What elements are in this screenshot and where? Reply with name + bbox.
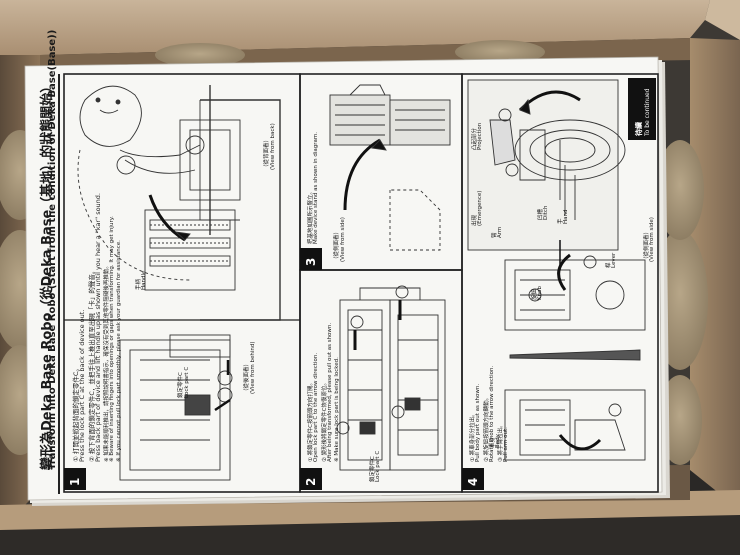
step1-view-back-en: (View from back)	[270, 123, 276, 170]
instruction-sheet	[24, 56, 663, 501]
step1-note-en: ※ Beware of inserting fingers into openi…	[109, 216, 115, 462]
step2-illustration	[336, 285, 446, 471]
step1-view-back-cn: （從背面看）	[264, 136, 270, 170]
step3-view-side-en: (View from side)	[340, 217, 346, 262]
step1-view-behind-en: (View from behind)	[250, 341, 256, 394]
step1-line1-en: Press the lock part C at the back of dev…	[78, 309, 86, 462]
step4-line1-en: Pull body part out as shown.	[475, 383, 481, 462]
step4-ditch-en: Ditch	[543, 205, 549, 220]
step4-number: 4	[466, 477, 480, 486]
step1-line2-en: Press back part of device and lift handl…	[94, 193, 102, 462]
step4-line3-en: Pull arm out.	[503, 427, 509, 462]
step1-handle-en: Handle	[141, 270, 147, 290]
to-be-continued-en: To be continued	[644, 88, 651, 136]
step4-view-side-en: (View from side)	[649, 217, 655, 262]
step2-number: 2	[304, 477, 318, 486]
to-be-continued-cn: 待續	[635, 122, 643, 136]
step4-hand-en: Hand	[563, 209, 569, 224]
step4-lever-en: Lever	[611, 252, 617, 268]
step3-view-side-cn: （從側面看）	[334, 228, 340, 262]
step1-lock-part-cn: 鎖定零件C	[178, 372, 184, 398]
step1-illustration	[77, 85, 281, 481]
step1-view-behind-cn: （從後面看）	[244, 360, 250, 394]
manual-title-en: Transform into Deka Base Robo (Start fro…	[47, 29, 58, 470]
step4-illustration	[467, 79, 646, 461]
step4-arm-en: Arm	[497, 226, 503, 238]
step3-number: 3	[304, 257, 318, 266]
step4-projection-en: Projection	[477, 122, 483, 150]
step1-lock-part-en: Lock part C	[184, 366, 190, 398]
step2-note-en: ※ Make sure lock part is being locked.	[334, 357, 340, 462]
step4-emergence-en: (Emergence)	[477, 190, 483, 226]
step1-note2-en: ※ If you cannot pull lock part smoothly,…	[116, 240, 122, 462]
step2-line2-en: After being transformed, please pull out…	[327, 322, 333, 462]
step2-line1-en: Open lock part C to the arrow direction.	[313, 352, 319, 462]
step4-knob-en: Knob	[537, 286, 543, 300]
step2-lock-part-en: Lock part C	[375, 450, 381, 482]
step3-line1-en: Make device stand as shown in diagram.	[313, 132, 319, 244]
step4-body-en: Body	[495, 434, 501, 448]
step1-number: 1	[68, 477, 82, 486]
step3-illustration	[329, 84, 451, 251]
